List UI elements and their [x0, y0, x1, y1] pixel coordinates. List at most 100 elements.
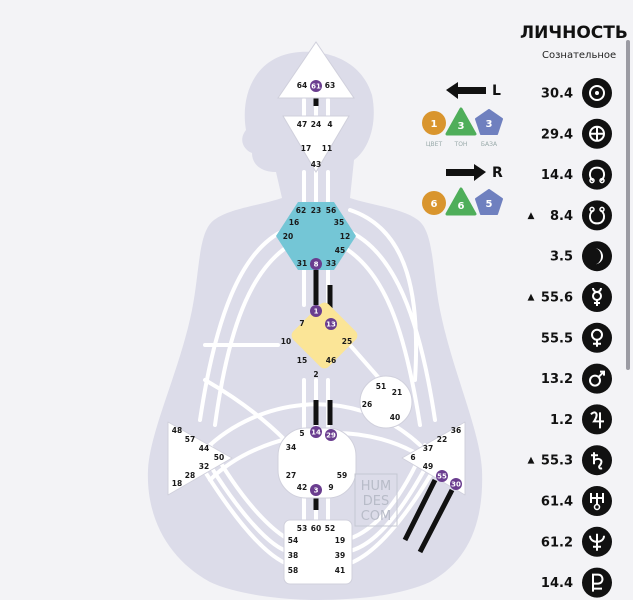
- gate-5[interactable]: 5: [299, 429, 304, 438]
- center-heart[interactable]: [359, 375, 413, 429]
- watermark-line-2: DES: [363, 494, 389, 509]
- gate-4[interactable]: 4: [327, 120, 332, 129]
- gate-61[interactable]: 61: [311, 83, 321, 91]
- gate-64[interactable]: 64: [297, 81, 307, 90]
- gate-1[interactable]: 1: [314, 308, 319, 316]
- gate-14-active-marker[interactable]: [310, 426, 322, 438]
- planet-row[interactable]: 29.4: [541, 118, 612, 149]
- gate-28[interactable]: 28: [185, 471, 195, 480]
- gate-50[interactable]: 50: [214, 453, 224, 462]
- gate-49[interactable]: 49: [423, 462, 433, 471]
- gate-25[interactable]: 25: [342, 337, 352, 346]
- gate-3[interactable]: 3: [314, 487, 319, 495]
- gate-27[interactable]: 27: [286, 471, 296, 480]
- gate-43[interactable]: 43: [311, 160, 321, 169]
- gate-47[interactable]: 47: [297, 120, 307, 129]
- gate-29[interactable]: 29: [326, 432, 336, 440]
- gate-1-active-marker[interactable]: [310, 305, 322, 317]
- planet-row[interactable]: 61.2: [541, 526, 612, 557]
- planet-row[interactable]: ▲8.4: [528, 200, 612, 231]
- planet-row[interactable]: 13.2: [541, 363, 612, 394]
- scrollbar-thumb[interactable]: [626, 40, 630, 370]
- planet-row[interactable]: ▲55.3: [528, 445, 612, 476]
- gate-16[interactable]: 16: [289, 218, 299, 227]
- gate-38[interactable]: 38: [288, 551, 298, 560]
- gate-14[interactable]: 14: [311, 429, 321, 437]
- planet-value: 55.5: [541, 331, 573, 346]
- gate-53[interactable]: 53: [297, 524, 307, 533]
- gate-55[interactable]: 55: [437, 473, 447, 481]
- gate-36[interactable]: 36: [451, 426, 461, 435]
- gate-39[interactable]: 39: [335, 551, 345, 560]
- gate-30-active-marker[interactable]: [450, 478, 462, 490]
- gate-51[interactable]: 51: [376, 382, 386, 391]
- gate-3-active-marker[interactable]: [310, 484, 322, 496]
- variable-right[interactable]: R 6 6 5: [422, 164, 503, 216]
- gate-7[interactable]: 7: [299, 319, 304, 328]
- planet-row[interactable]: 14.4: [541, 159, 612, 190]
- gate-24[interactable]: 24: [311, 120, 321, 129]
- gate-57[interactable]: 57: [185, 435, 195, 444]
- gate-19[interactable]: 19: [335, 536, 345, 545]
- variable-right-base: 5: [486, 199, 493, 210]
- gate-18[interactable]: 18: [172, 479, 182, 488]
- gate-59[interactable]: 59: [337, 471, 347, 480]
- planet-row[interactable]: 55.5: [541, 322, 612, 353]
- planet-row[interactable]: 61.4: [541, 486, 612, 516]
- gate-61-active-marker[interactable]: [310, 80, 322, 92]
- gate-32[interactable]: 32: [199, 462, 209, 471]
- gate-63[interactable]: 63: [325, 81, 335, 90]
- gate-56[interactable]: 56: [326, 206, 336, 215]
- variable-left[interactable]: L 1 3 3 ЦВЕТ ТОН БАЗА: [422, 82, 503, 148]
- gate-45[interactable]: 45: [335, 246, 345, 255]
- center-head[interactable]: [277, 41, 355, 99]
- planet-row[interactable]: 3.5: [550, 241, 612, 272]
- gate-15[interactable]: 15: [297, 356, 307, 365]
- gate-48[interactable]: 48: [172, 426, 182, 435]
- gate-2[interactable]: 2: [313, 370, 318, 379]
- planet-row[interactable]: 14.4: [541, 567, 612, 598]
- center-ajna[interactable]: [282, 115, 350, 173]
- gate-62[interactable]: 62: [296, 206, 306, 215]
- gate-8[interactable]: 8: [314, 261, 319, 269]
- gate-54[interactable]: 54: [288, 536, 298, 545]
- gate-13[interactable]: 13: [326, 321, 336, 329]
- gate-21[interactable]: 21: [392, 388, 402, 397]
- planet-row[interactable]: ▲55.6: [528, 282, 612, 312]
- gate-31[interactable]: 31: [297, 259, 307, 268]
- planet-row[interactable]: 1.2: [550, 404, 612, 435]
- gate-33[interactable]: 33: [326, 259, 336, 268]
- gate-40[interactable]: 40: [390, 413, 400, 422]
- center-g[interactable]: [289, 300, 360, 371]
- gate-34[interactable]: 34: [286, 443, 296, 452]
- gate-44[interactable]: 44: [199, 444, 209, 453]
- gate-46[interactable]: 46: [326, 356, 336, 365]
- gate-20[interactable]: 20: [283, 232, 293, 241]
- gate-17[interactable]: 17: [301, 144, 311, 153]
- gate-29-active-marker[interactable]: [325, 429, 337, 441]
- gate-22[interactable]: 22: [437, 435, 447, 444]
- gate-35[interactable]: 35: [334, 218, 344, 227]
- center-root[interactable]: [283, 519, 353, 585]
- gate-41[interactable]: 41: [335, 566, 345, 575]
- gate-6[interactable]: 6: [410, 453, 415, 462]
- gate-9[interactable]: 9: [328, 483, 333, 492]
- gate-26[interactable]: 26: [362, 400, 372, 409]
- center-spleen[interactable]: [167, 421, 233, 496]
- gate-13-active-marker[interactable]: [325, 318, 337, 330]
- gate-58[interactable]: 58: [288, 566, 298, 575]
- center-solar-plexus[interactable]: [401, 421, 466, 496]
- planet-row[interactable]: 30.4: [541, 78, 612, 108]
- gate-11[interactable]: 11: [322, 144, 332, 153]
- gate-23[interactable]: 23: [311, 206, 321, 215]
- gate-8-active-marker[interactable]: [310, 258, 322, 270]
- gate-10[interactable]: 10: [281, 337, 291, 346]
- gate-42[interactable]: 42: [297, 483, 307, 492]
- gate-55-active-marker[interactable]: [436, 470, 448, 482]
- gate-52[interactable]: 52: [325, 524, 335, 533]
- center-throat[interactable]: [276, 202, 356, 270]
- gate-30[interactable]: 30: [451, 481, 461, 489]
- gate-37[interactable]: 37: [423, 444, 433, 453]
- gate-60[interactable]: 60: [311, 524, 321, 533]
- gate-12[interactable]: 12: [340, 232, 350, 241]
